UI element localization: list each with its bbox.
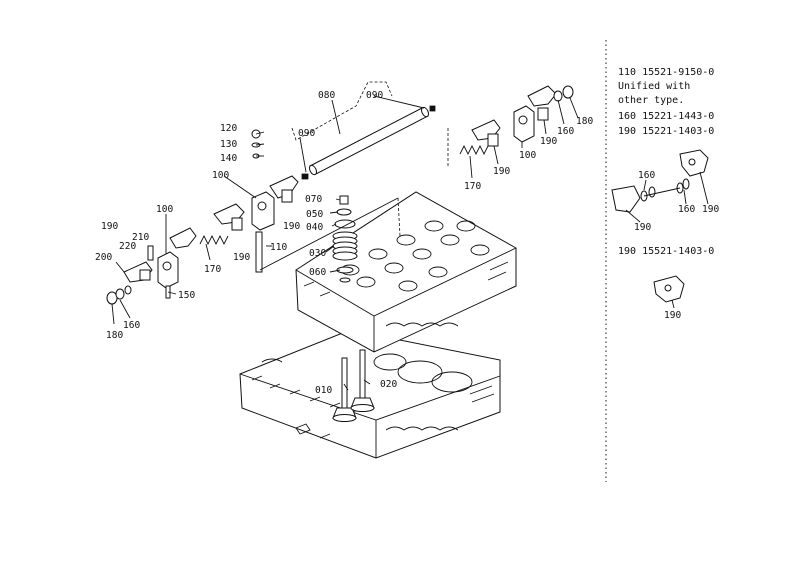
- callout-200: 200: [95, 252, 112, 263]
- plug-090: [301, 173, 309, 180]
- callout-180: 180: [576, 116, 593, 127]
- nut-washer-stack: [251, 129, 261, 159]
- callout-060: 060: [309, 267, 326, 278]
- rocker-spring-170-left: [199, 234, 229, 246]
- inset-rocker-arm-assembly: [611, 149, 709, 223]
- note-unified-with: Unified with: [618, 81, 691, 92]
- note-part-190: 190 15221-1403-0: [618, 126, 715, 137]
- inset-callout-190: 190: [702, 204, 719, 215]
- callout-220: 220: [119, 241, 136, 252]
- note-other-type: other type.: [618, 95, 685, 106]
- callout-labels: 080 090 090 120 130 140 100 100 100 070 …: [95, 90, 593, 396]
- leader-lines: [111, 95, 579, 391]
- valve-020: [350, 349, 375, 412]
- callout-190: 190: [233, 252, 250, 263]
- callout-130: 130: [220, 139, 237, 150]
- callout-190: 190: [493, 166, 510, 177]
- callout-070: 070: [305, 194, 322, 205]
- adjusting-screw-110: [255, 231, 263, 273]
- note-part-160: 160 15221-1443-0: [618, 111, 715, 122]
- callout-190: 190: [540, 136, 557, 147]
- callout-040: 040: [306, 222, 323, 233]
- plug-090-right: [429, 105, 436, 112]
- callout-010: 010: [315, 385, 332, 396]
- callout-090: 090: [298, 128, 315, 139]
- inset-rocker-arm-variant: [653, 275, 685, 309]
- washer-set-left: [106, 285, 132, 305]
- screw-210: [147, 245, 154, 261]
- callout-140: 140: [220, 153, 237, 164]
- valve-010: [332, 357, 357, 422]
- callout-180: 180: [106, 330, 123, 341]
- note-part-190-alt: 190 15521-1403-0: [618, 246, 715, 257]
- callout-170: 170: [204, 264, 221, 275]
- callout-120: 120: [220, 123, 237, 134]
- note-part-110: 110 15521-9150-0: [618, 67, 715, 78]
- callout-100: 100: [519, 150, 536, 161]
- inset-callout-160: 160: [638, 170, 655, 181]
- rocker-arm-group: [123, 85, 557, 283]
- callout-150: 150: [178, 290, 195, 301]
- rocker-spring-170-right: [459, 144, 489, 156]
- washer-set-right: [553, 85, 574, 102]
- callout-080: 080: [318, 90, 335, 101]
- rocker-bracket-center: [251, 191, 275, 231]
- callout-090: 090: [366, 90, 383, 101]
- callout-110: 110: [270, 242, 287, 253]
- rocker-arm-shaft: [308, 106, 430, 176]
- callout-160: 160: [123, 320, 140, 331]
- callout-190: 190: [101, 221, 118, 232]
- callout-030: 030: [309, 248, 326, 259]
- cylinder-head: [295, 191, 517, 353]
- callout-020: 020: [380, 379, 397, 390]
- assembly-guide-lines: [291, 81, 449, 237]
- rocker-bracket-left: [157, 251, 179, 289]
- callout-050: 050: [306, 209, 323, 220]
- callout-170: 170: [464, 181, 481, 192]
- callout-210: 210: [132, 232, 149, 243]
- inset-callout-190: 190: [664, 310, 681, 321]
- callout-160: 160: [557, 126, 574, 137]
- callout-190: 190: [283, 221, 300, 232]
- inset-callout-190: 190: [634, 222, 651, 233]
- inset-callout-160: 160: [678, 204, 695, 215]
- callout-100: 100: [156, 204, 173, 215]
- callout-100: 100: [212, 170, 229, 181]
- rocker-bracket-right: [513, 105, 535, 143]
